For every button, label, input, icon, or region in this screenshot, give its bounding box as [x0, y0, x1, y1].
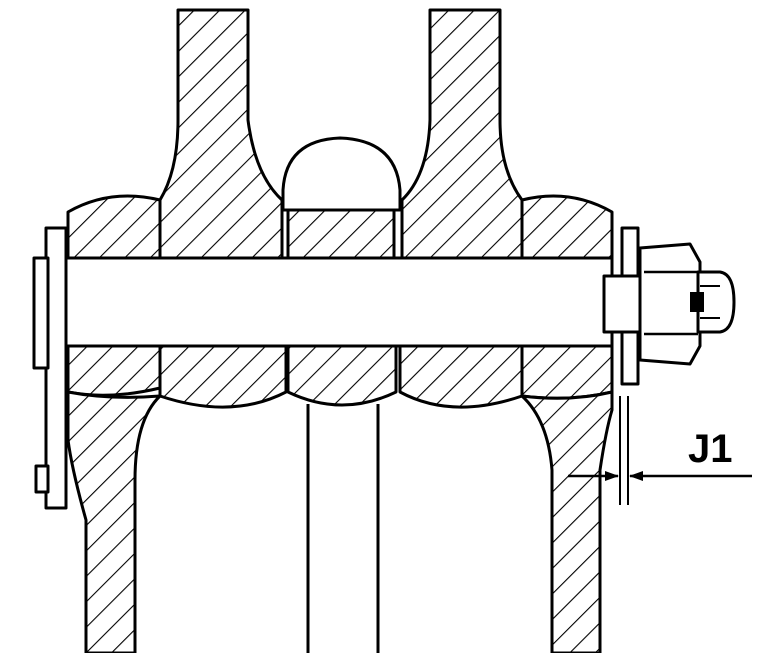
lower-right-segment	[398, 344, 524, 409]
pin-shaft	[60, 256, 614, 348]
lower-left-boss	[66, 344, 162, 397]
upper-right-fork-arm	[400, 8, 524, 260]
center-dome	[281, 136, 402, 212]
lower-left-fork-leg	[66, 390, 162, 653]
cotter-pin-band	[690, 292, 704, 312]
pin-end-stub	[602, 274, 644, 334]
pin-head-tab-lower	[34, 464, 50, 494]
lower-right-boss	[520, 344, 614, 400]
upper-left-boss	[66, 194, 162, 260]
upper-left-fork-arm	[158, 8, 284, 260]
upper-right-boss	[520, 194, 614, 260]
pin-head-tab-upper	[32, 256, 50, 370]
upper-center-block	[286, 208, 396, 260]
clearance-label-j1: J1	[688, 427, 733, 471]
lower-left-segment	[158, 344, 288, 409]
lower-right-fork-leg	[520, 390, 614, 653]
lower-center-block	[286, 344, 398, 407]
